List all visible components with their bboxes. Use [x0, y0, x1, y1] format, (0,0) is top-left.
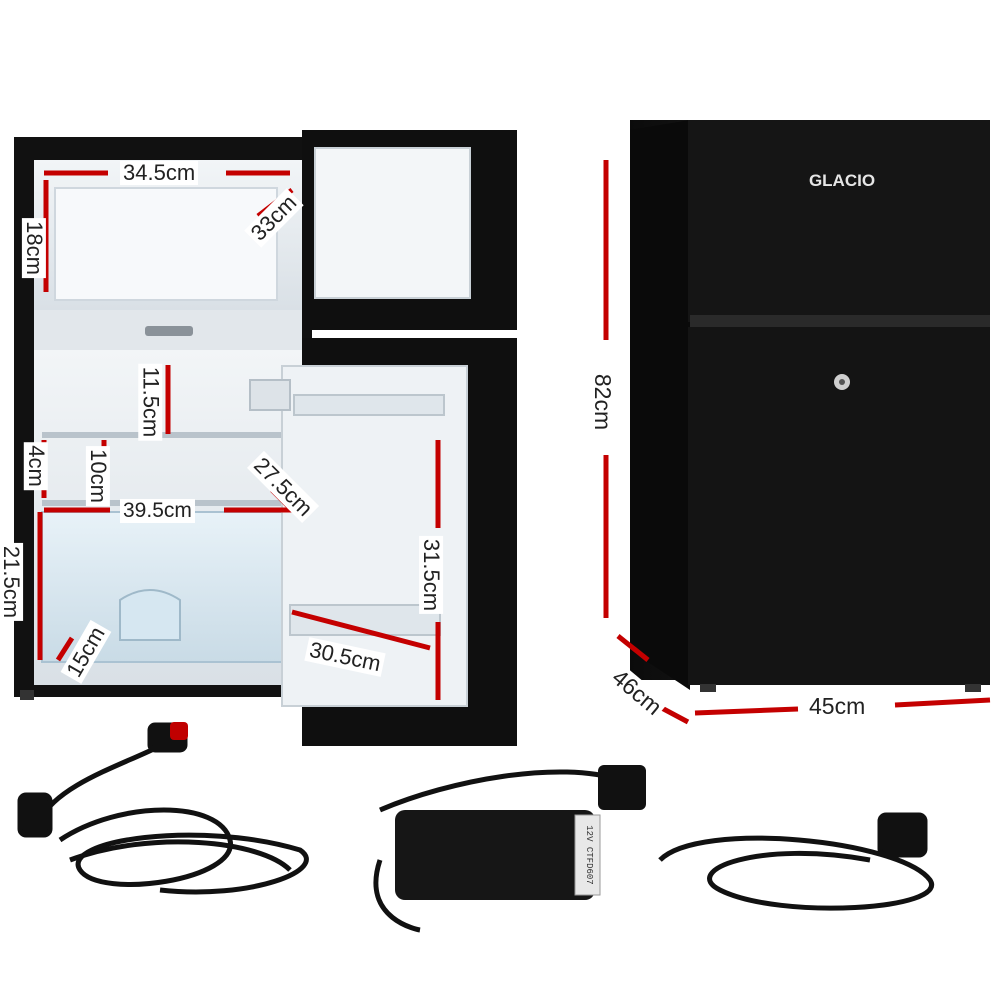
mains-power-cable [658, 812, 935, 911]
door-shelf-upper [293, 394, 445, 416]
dim-label-overall-width: 45cm [806, 694, 869, 718]
dim-label-fridge-width: 39.5cm [120, 499, 195, 523]
closed-freezer-door [688, 120, 990, 322]
dim-label-door-height: 31.5cm [419, 535, 444, 615]
dim-label-shelf-gap-lower: 10cm [85, 446, 111, 506]
dim-label-freezer-width: 34.5cm [120, 161, 199, 185]
dim-label-side-gap: 4cm [23, 442, 49, 490]
dim-line-overall-width-right [894, 697, 991, 708]
crisper-handle [119, 589, 181, 641]
adapter-label: 12V CTFD607 [584, 825, 594, 884]
thermostat-knob [145, 326, 193, 336]
adapter-plug [598, 765, 646, 810]
adapter-label-plate [574, 814, 601, 896]
adapter-brick [395, 810, 595, 900]
ac-adapter [373, 765, 646, 933]
door-handle-strip [690, 315, 990, 327]
dim-label-freezer-height: 18cm [21, 218, 47, 278]
car-power-cable [17, 722, 309, 895]
dim-line-overall-width-left [694, 706, 799, 716]
dim-label-crisper-height: 21.5cm [0, 542, 24, 622]
dim-line-overall-depth-top [616, 634, 650, 662]
dimension-lines [37, 160, 991, 725]
dim-line-door-shelf-width [291, 609, 431, 651]
freezer-door-liner [314, 147, 471, 299]
dim-label-shelf-gap-upper: 11.5cm [138, 363, 163, 441]
closed-fridge [630, 120, 990, 692]
brand-logo: GLACIO [809, 171, 875, 190]
dim-label-overall-height: 82cm [590, 370, 616, 434]
dim-line-crisper-depth [55, 636, 75, 662]
interior-light [249, 379, 291, 411]
shelf-upper [42, 432, 294, 438]
freezer-box [54, 187, 278, 301]
